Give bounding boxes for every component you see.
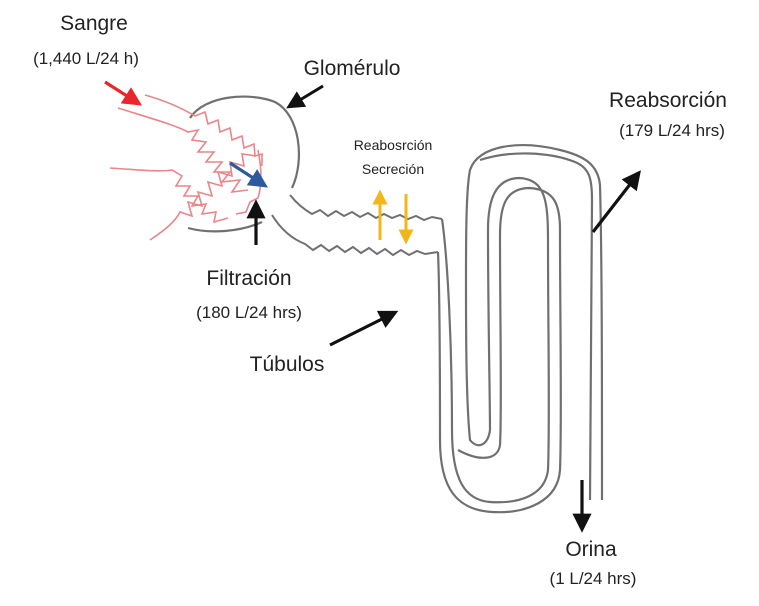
reabsorcion-pointer-arrow — [591, 170, 641, 233]
reabsorcion-rate-label: (179 L/24 hrs) — [619, 121, 725, 140]
tubular-secrecion-label: Secreción — [362, 161, 424, 177]
filtration-arrow — [229, 161, 269, 188]
reabsorcion-label: Reabsorción — [609, 89, 727, 112]
tubulos-pointer-arrow — [329, 310, 399, 347]
orina-rate-label: (1 L/24 hrs) — [550, 569, 637, 588]
sangre-rate-label: (1,440 L/24 h) — [33, 49, 139, 68]
glomerulo-pointer-arrow — [286, 84, 324, 109]
blood-vessel — [109, 94, 263, 241]
filtracion-label: Filtración — [206, 267, 291, 290]
orina-label: Orina — [565, 538, 617, 561]
blood-inflow-arrow — [104, 80, 143, 106]
tubulos-label: Túbulos — [250, 353, 325, 376]
loop-of-henle — [436, 144, 604, 514]
glomerulo-label: Glomérulo — [304, 57, 401, 80]
tubular-reabsorcion-label: Reabosrción — [354, 137, 433, 153]
filtracion-rate-label: (180 L/24 hrs) — [196, 303, 302, 322]
sangre-label: Sangre — [60, 12, 128, 35]
proximal-tubule — [271, 194, 443, 257]
